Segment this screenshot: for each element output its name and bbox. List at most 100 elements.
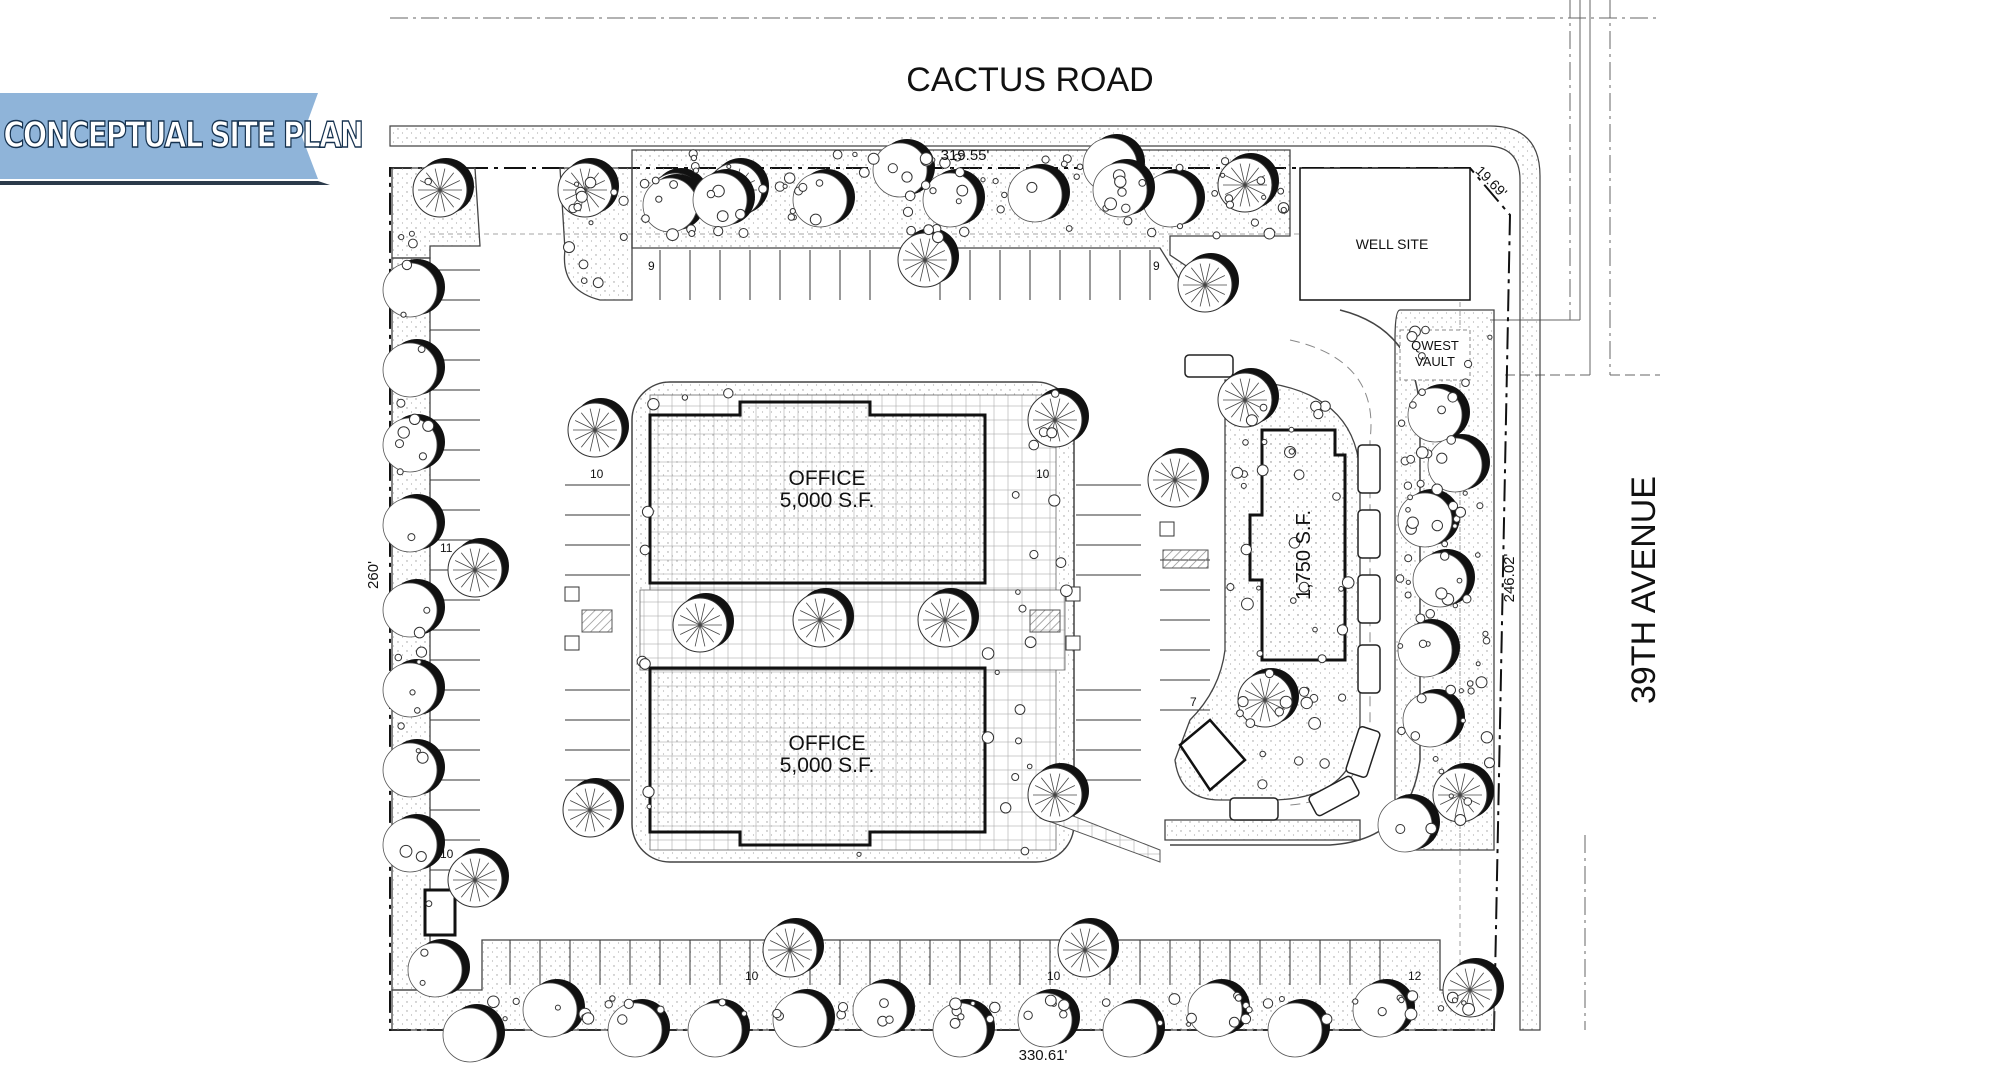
shrub-icon [809,213,822,226]
dimension-west: 260' [365,561,382,589]
shrub-icon [1014,704,1026,715]
shrub-icon [1264,668,1275,679]
shrub-icon [902,206,914,217]
shrub-icon [1397,726,1406,736]
shrub-icon [1259,403,1268,412]
shrub-icon [932,231,944,244]
property-line [389,167,1512,1031]
shrub-icon [397,722,405,730]
title-banner [0,93,330,185]
shrub-icon [1338,586,1344,592]
shrub-icon [399,844,413,858]
shrub-icon [1415,613,1426,624]
shrub-icon [1186,1012,1197,1024]
shrub-icon [655,195,663,203]
shrub-icon [1454,814,1467,826]
shrub-icon [1288,537,1301,549]
shrub-icon [1467,687,1475,695]
shrub-icon [1451,997,1458,1004]
tree-icon [1442,958,1504,1018]
shrub-icon [1261,438,1268,446]
tree-icon [382,339,445,398]
shrub-icon [681,394,689,401]
shrub-icon [1480,731,1494,744]
shrub-icon [981,731,995,744]
shrub-icon [401,259,413,271]
pad-west-stalls [1160,559,1210,711]
office-north-area: 5,000 S.F. [780,489,875,512]
shrub-icon [502,1016,508,1022]
shrub-icon [1274,707,1285,717]
shrub-icon [619,233,628,241]
shrub-icon [959,226,970,238]
shrub-icon [563,241,575,254]
shrub-icon [1435,587,1448,600]
shrubs [394,149,1495,1029]
shrub-icon [1026,763,1033,770]
tree-icon [872,139,935,198]
shrub-icon [394,653,403,662]
shrub-icon [1460,717,1466,724]
shrub-icon [1156,1019,1164,1027]
shrub-icon [1234,994,1243,1002]
shrub-icon [1319,400,1331,412]
shrub-icon [1051,389,1060,398]
tree-icon [1267,999,1330,1058]
shrub-icon [1046,427,1058,439]
tree-icon [687,999,750,1058]
trees [382,134,1504,1063]
shrub-icon [1237,696,1249,708]
shrub-icon [1225,200,1235,209]
shrub-icon [425,900,433,908]
office-building-north [648,400,987,585]
tree-icon [1027,763,1089,823]
shrub-icon [623,998,634,1010]
tree-icon [1377,794,1440,853]
shrub-icon [741,1010,748,1017]
shrub-icon [1058,999,1070,1012]
shrub-icon [1060,584,1073,598]
shrub-icon [989,1001,1001,1014]
shrub-icon [1487,334,1493,340]
shrub-icon [1262,998,1274,1009]
stall-count-center-left: 10 [590,467,604,481]
shrub-icon [921,180,931,190]
shrub-icon [1226,583,1235,591]
shrub-icon [1256,585,1262,591]
south-stalls [509,940,1381,985]
shrub-icon [1406,331,1418,342]
shrub-icon [423,606,431,614]
shrub-icon [1245,414,1258,427]
shrub-icon [1048,494,1061,507]
shrub-icon [1023,1010,1033,1020]
street-label-east: 39TH AVENUE [1625,476,1663,704]
shrub-icon [609,995,616,1002]
shrub-icon [1104,197,1117,211]
shrub-icon [1256,650,1264,657]
north-stalls [659,250,1151,300]
shrub-icon [1425,609,1435,619]
shrub-icon [1101,998,1111,1007]
shrub-icon [1294,756,1304,766]
shrub-icon [574,181,580,187]
shrub-icon [1277,187,1285,195]
shrub-icon [580,277,588,285]
shrub-icon [1231,466,1244,479]
shrub-icon [1397,419,1406,427]
shrub-icon [1060,160,1068,168]
shrub-icon [1211,190,1219,197]
shrub-icon [1352,998,1359,1005]
tree-icon [1102,999,1165,1058]
shrub-icon [415,748,421,754]
shrub-icon [604,1000,613,1009]
shrub-icon [954,167,965,178]
shrub-icon [1416,693,1427,704]
shrub-icon [1445,684,1456,696]
shrub-icon [641,505,654,518]
shrub-icon [408,238,418,249]
shrub-icon [592,277,604,289]
shrub-icon [1000,802,1012,814]
shrub-icon [1405,507,1411,513]
shrub-icon [1466,680,1474,687]
shrub-icon [1176,223,1184,230]
